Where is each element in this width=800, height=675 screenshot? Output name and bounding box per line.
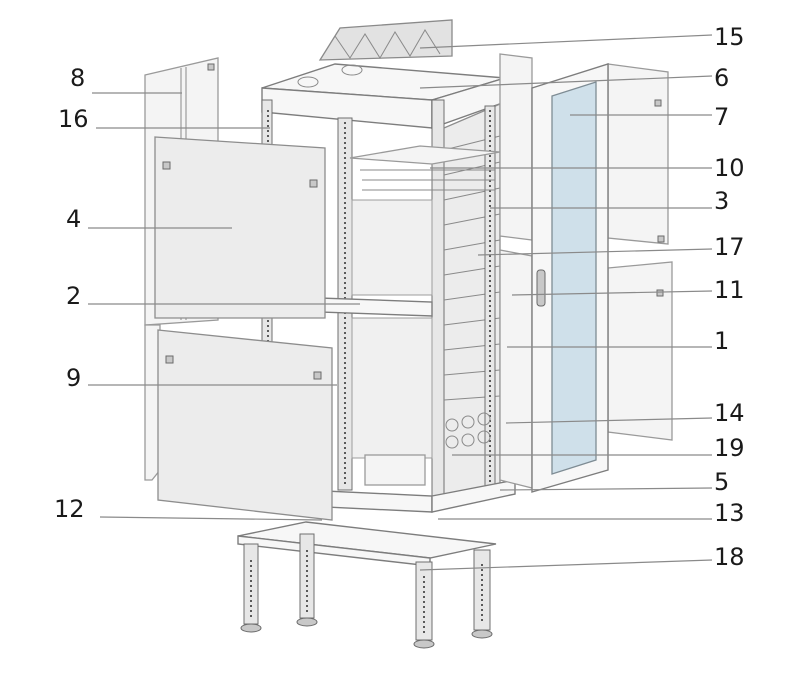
glass-front-door-part (531, 63, 609, 493)
callout-number: 12 (54, 495, 85, 523)
top-cover-part (318, 19, 453, 61)
callout-number: 16 (58, 105, 89, 133)
callout-number: 4 (66, 205, 81, 233)
callout-number: 9 (66, 364, 81, 392)
callout-number: 11 (714, 276, 745, 304)
lower-side-panel-part (157, 329, 333, 521)
callout-number: 15 (714, 23, 745, 51)
callout-number: 14 (714, 399, 745, 427)
callout-number: 3 (714, 187, 729, 215)
callout-number: 13 (714, 499, 745, 527)
callout-number: 10 (714, 154, 745, 182)
callout-number: 5 (714, 468, 729, 496)
callout-number: 2 (66, 282, 81, 310)
callout-number: 8 (70, 64, 85, 92)
callout-number: 1 (714, 327, 729, 355)
callout-number: 7 (714, 103, 729, 131)
callout-number: 19 (714, 434, 745, 462)
callout-number: 18 (714, 543, 745, 571)
callout-number: 6 (714, 64, 729, 92)
upper-side-panel-part (154, 136, 326, 319)
callout-number: 17 (714, 233, 745, 261)
pedestal-base-part (237, 521, 497, 649)
callouts: 15 6 8 7 16 10 3 4 17 2 11 1 9 14 19 5 1 (54, 23, 745, 571)
right-side-panels-part (499, 53, 673, 489)
